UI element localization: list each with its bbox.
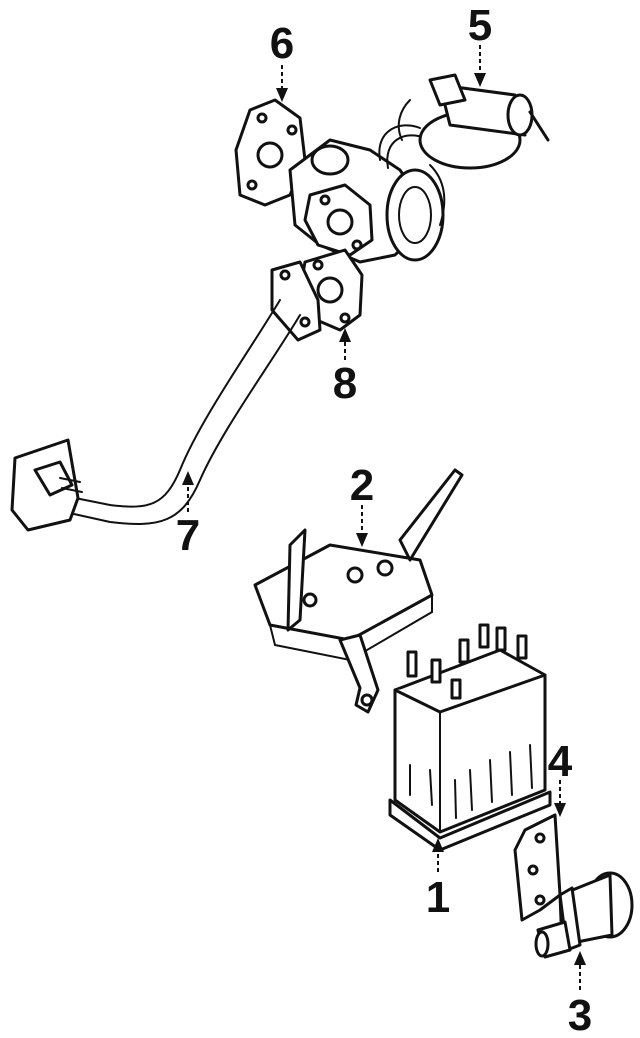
callout-5: 5 [468,1,492,50]
leader-lines [182,45,586,990]
part-5-solenoid[interactable] [397,73,550,170]
part-3-valve[interactable] [534,871,634,959]
part-6-gasket[interactable] [234,98,307,207]
part-4-bracket[interactable] [513,813,562,922]
callout-8: 8 [333,359,357,408]
part-7-egr-tube[interactable] [10,260,322,532]
callout-2: 2 [350,461,374,510]
egr-valve-body[interactable] [288,124,446,264]
callout-3: 3 [568,991,592,1038]
callout-6: 6 [270,19,294,68]
callout-4: 4 [548,737,573,786]
callout-1: 1 [426,873,450,922]
callout-7: 7 [176,511,200,560]
part-1-canister[interactable] [388,623,552,852]
callout-labels: 6 5 8 7 2 1 4 3 [176,1,592,1038]
part-2-bracket[interactable] [253,468,464,714]
